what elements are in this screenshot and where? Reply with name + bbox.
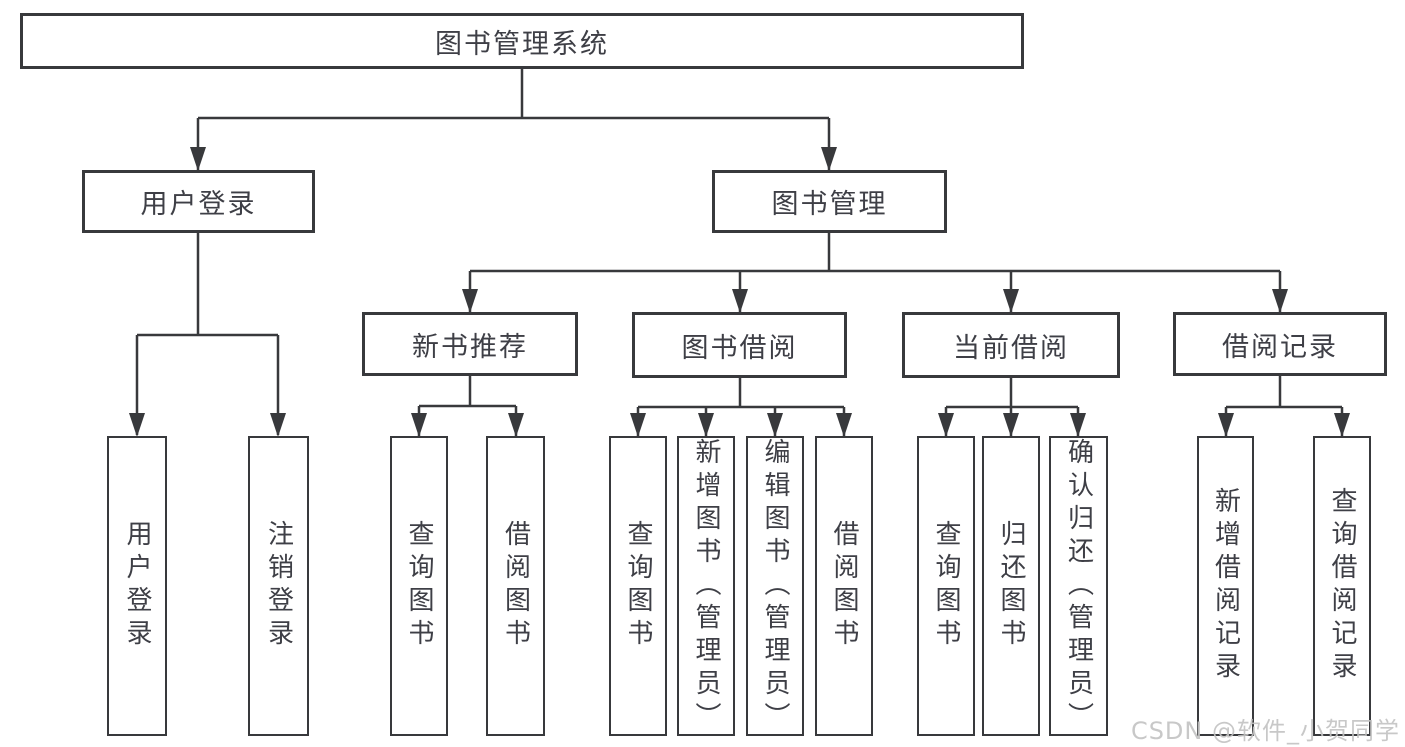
leaf-query-books-1-label: 查询图书 xyxy=(404,520,434,652)
leaf-query-borrow-record-label: 查询借阅记录 xyxy=(1327,487,1357,685)
connector-userlogin-to-leaves xyxy=(135,232,280,435)
node-book-management-label: 图书管理 xyxy=(771,189,888,220)
node-borrowing-records-label: 借阅记录 xyxy=(1222,331,1338,363)
leaf-confirm-return-admin-label: 确认归还（管理员） xyxy=(1063,437,1094,735)
node-book-borrowing-label: 图书借阅 xyxy=(681,332,798,364)
leaf-borrow-books-1: 借阅图书 xyxy=(486,436,545,736)
leaf-return-books: 归还图书 xyxy=(982,436,1040,736)
connector-borrowrecords-to-leaves xyxy=(1224,376,1344,436)
node-library-system-label: 图书管理系统 xyxy=(435,28,609,60)
connector-root-to-level2 xyxy=(196,69,831,170)
node-new-book-recommend: 新书推荐 xyxy=(362,312,578,376)
leaf-query-borrow-record: 查询借阅记录 xyxy=(1313,436,1371,736)
csdn-watermark: CSDN @软件_小贺同学 xyxy=(1130,717,1400,745)
leaf-add-book-admin-label: 新增图书（管理员） xyxy=(691,437,721,735)
node-user-login-label: 用户登录 xyxy=(140,189,257,220)
connector-newbookrec-to-leaves xyxy=(417,376,518,436)
leaf-user-login: 用户登录 xyxy=(107,436,167,736)
node-book-management: 图书管理 xyxy=(712,170,947,233)
leaf-borrow-books-2-label: 借阅图书 xyxy=(829,520,859,652)
leaf-return-books-label: 归还图书 xyxy=(996,520,1026,652)
node-user-login: 用户登录 xyxy=(82,170,315,233)
leaf-query-books-3-label: 查询图书 xyxy=(931,520,961,652)
arrowheads xyxy=(129,147,1350,437)
leaf-logout: 注销登录 xyxy=(248,436,309,736)
leaf-edit-book-admin: 编辑图书（管理员） xyxy=(746,436,804,736)
node-library-system: 图书管理系统 xyxy=(20,13,1024,69)
leaf-borrow-books-1-label: 借阅图书 xyxy=(500,520,531,652)
connector-bookmgmt-to-level3 xyxy=(468,232,1282,312)
node-book-borrowing: 图书借阅 xyxy=(632,312,847,378)
leaf-query-books-2: 查询图书 xyxy=(609,436,667,736)
leaf-add-borrow-record-label: 新增借阅记录 xyxy=(1210,487,1241,685)
node-borrowing-records: 借阅记录 xyxy=(1173,312,1387,376)
leaf-confirm-return-admin: 确认归还（管理员） xyxy=(1049,436,1108,736)
leaf-logout-label: 注销登录 xyxy=(263,520,294,652)
leaf-add-book-admin: 新增图书（管理员） xyxy=(677,436,735,736)
leaf-user-login-label: 用户登录 xyxy=(122,520,152,652)
node-new-book-recommend-label: 新书推荐 xyxy=(412,331,528,363)
leaf-add-borrow-record: 新增借阅记录 xyxy=(1197,436,1254,736)
leaf-query-books-2-label: 查询图书 xyxy=(623,520,653,652)
leaf-query-books-3: 查询图书 xyxy=(917,436,975,736)
leaf-borrow-books-2: 借阅图书 xyxy=(815,436,873,736)
node-current-borrowing: 当前借阅 xyxy=(902,312,1120,378)
leaf-query-books-1: 查询图书 xyxy=(390,436,448,736)
node-current-borrowing-label: 当前借阅 xyxy=(953,332,1069,364)
connector-bookborrow-to-leaves xyxy=(636,377,846,436)
leaf-edit-book-admin-label: 编辑图书（管理员） xyxy=(760,437,790,735)
